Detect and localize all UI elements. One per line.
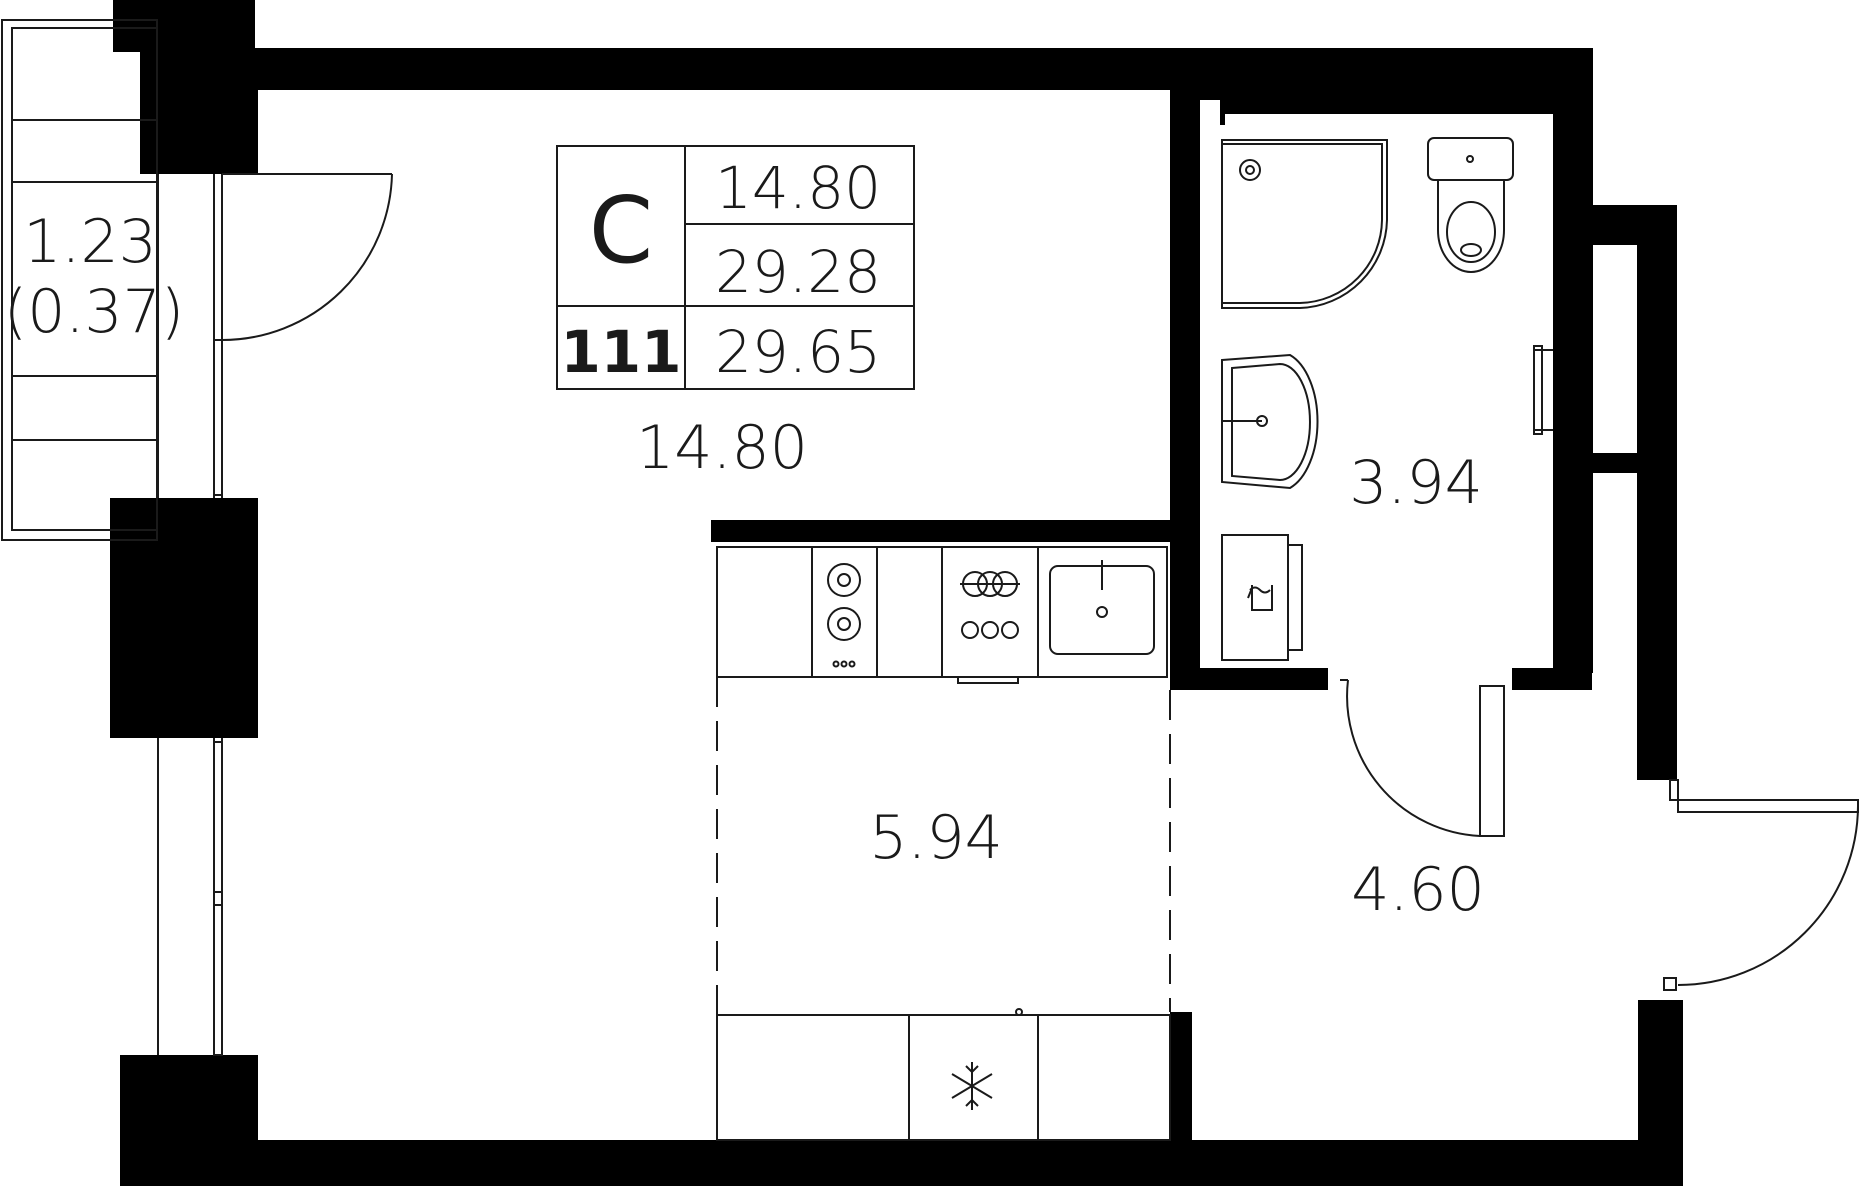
wall-top-left-block — [113, 0, 255, 52]
balcony — [1, 19, 158, 541]
oven-icon — [957, 571, 1020, 684]
kitchen-counter — [716, 546, 1171, 1141]
info-box-frame — [556, 145, 915, 390]
wall-kitchen-top — [711, 520, 1170, 542]
wall-left-lower-pier — [120, 1055, 258, 1186]
doors — [221, 173, 1859, 991]
wall-bathroom-cap — [1200, 90, 1220, 100]
balcony-door-swing — [221, 173, 393, 341]
lower-counter — [716, 1014, 1171, 1141]
room-labels: 14.80 5.94 3.94 4.60 1.23 (0.37) — [4, 207, 1485, 925]
shower-icon — [1221, 139, 1388, 309]
wall-left-middle-pier — [110, 498, 258, 738]
bathroom-area: 3.94 — [1349, 448, 1483, 518]
wall-bathroom-bottom-right — [1512, 668, 1592, 690]
wall-top — [255, 48, 1592, 90]
bathroom-door-leaf[interactable] — [1479, 685, 1505, 837]
entrance-door-swing — [1677, 805, 1859, 986]
washing-machine-icon — [1221, 534, 1303, 661]
wall-bathroom-top-gap — [1225, 114, 1553, 126]
info-living-area: 14.80 — [715, 154, 881, 222]
wall-right-mid — [1593, 453, 1637, 473]
hallway-area: 4.60 — [1351, 855, 1485, 925]
stove-icon — [827, 563, 861, 668]
kitchen-area: 5.94 — [869, 803, 1003, 873]
sink-icon — [1221, 353, 1319, 490]
wall-bathroom-left — [1170, 90, 1200, 690]
info-total-area: 29.28 — [715, 238, 881, 306]
entrance-door-leaf[interactable] — [1677, 799, 1859, 813]
info-total-with-balcony: 29.65 — [715, 318, 881, 386]
wall-bottom — [255, 1140, 1683, 1186]
kitchen-sink-icon — [1049, 560, 1155, 655]
toilet-icon — [1427, 137, 1514, 273]
towel-rail-icon — [1533, 345, 1553, 435]
main-room-area: 14.80 — [636, 413, 808, 483]
info-box: С 14.80 29.28 111 29.65 — [556, 145, 915, 390]
bathroom-door-swing — [1346, 679, 1481, 837]
wall-right-outer — [1637, 205, 1677, 780]
wall-right-bathroom — [1553, 48, 1593, 673]
apartment-number: 111 — [560, 318, 681, 386]
balcony-area: 1.23 — [23, 207, 157, 277]
fridge-snowflake-icon — [951, 1062, 993, 1110]
balcony-reduced-area: (0.37) — [4, 277, 184, 347]
wall-kitchen-bottom-stub — [1170, 1012, 1192, 1147]
walls — [110, 0, 1683, 1186]
wall-left-upper-pier — [140, 48, 258, 174]
wall-bottom-right-pier — [1638, 1000, 1683, 1186]
bathroom-fixtures — [1221, 137, 1553, 661]
type-letter: С — [589, 177, 653, 284]
wall-bathroom-bottom-left — [1170, 668, 1328, 690]
